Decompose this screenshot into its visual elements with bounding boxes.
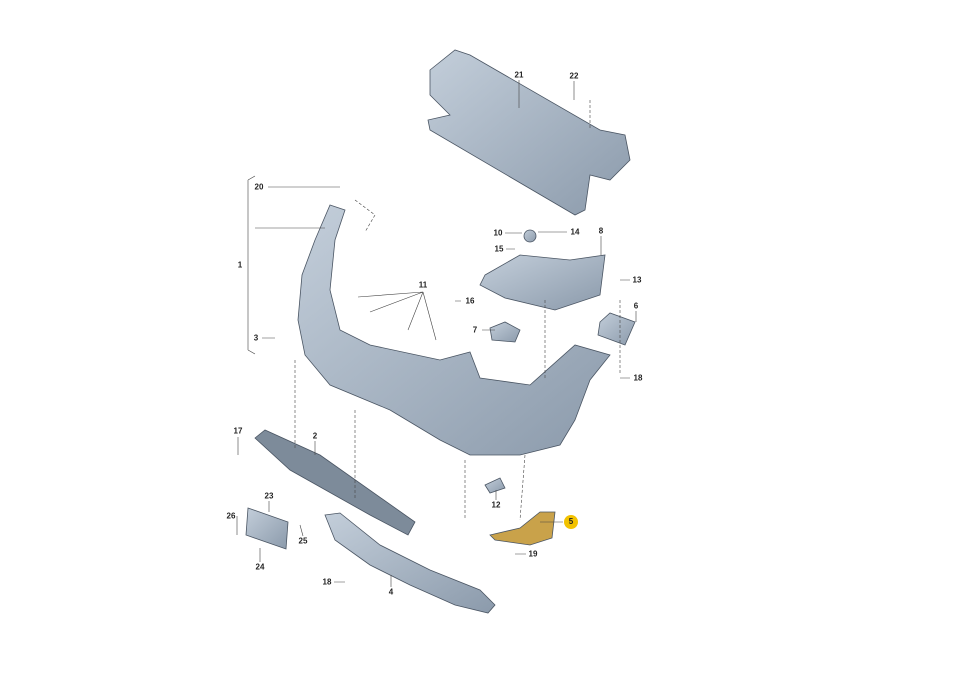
part-label-12: 12 xyxy=(491,500,501,510)
bumper-cover-part xyxy=(297,204,611,456)
part-label-1: 1 xyxy=(237,260,243,270)
part-label-16: 16 xyxy=(465,296,475,306)
part-label-7: 7 xyxy=(472,325,478,335)
part-label-18: 18 xyxy=(633,373,643,383)
clip-part-10 xyxy=(523,229,537,243)
cap-part-12 xyxy=(484,477,506,494)
part-label-26: 26 xyxy=(226,511,236,521)
part-label-19: 19 xyxy=(528,549,538,559)
part-label-24: 24 xyxy=(255,562,265,572)
grille-part xyxy=(254,429,416,536)
part-label-14: 14 xyxy=(570,227,580,237)
part-label-22: 22 xyxy=(569,71,579,81)
cover-part-7 xyxy=(489,321,521,343)
part-label-20: 20 xyxy=(254,182,264,192)
part-label-25: 25 xyxy=(298,536,308,546)
part-label-8: 8 xyxy=(598,226,604,236)
trim-part-5 xyxy=(489,511,556,546)
part-label-11: 11 xyxy=(418,280,428,290)
part-label-2: 2 xyxy=(312,431,318,441)
part-label-18b: 18 xyxy=(322,577,332,587)
lower-spoiler-part xyxy=(324,512,496,614)
part-label-15: 15 xyxy=(494,244,504,254)
plate-holder-part xyxy=(245,507,289,550)
part-label-6: 6 xyxy=(633,301,639,311)
cover-part-6 xyxy=(597,312,636,346)
part-label-5-highlighted: 5 xyxy=(564,515,578,529)
part-label-3: 3 xyxy=(253,333,259,343)
impact-beam-part xyxy=(427,49,631,216)
part-label-17: 17 xyxy=(233,426,243,436)
part-label-4: 4 xyxy=(388,587,394,597)
bracket-part xyxy=(479,254,606,311)
part-label-21: 21 xyxy=(514,70,524,80)
part-label-23: 23 xyxy=(264,491,274,501)
part-label-13: 13 xyxy=(632,275,642,285)
part-label-10: 10 xyxy=(493,228,503,238)
